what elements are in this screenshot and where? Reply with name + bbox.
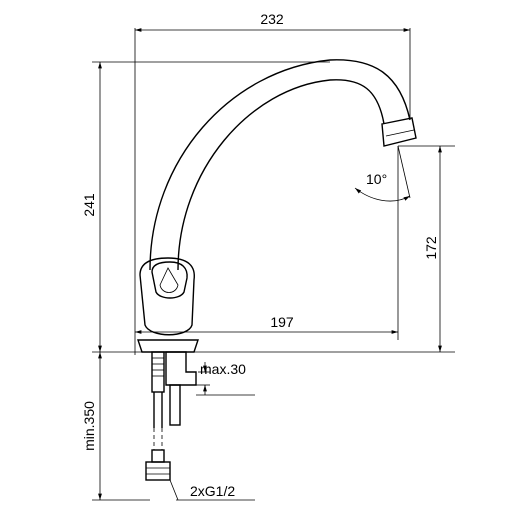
label-connection: 2xG1/2	[190, 483, 235, 499]
fixing-bolt	[169, 384, 181, 426]
angle-arc	[354, 187, 411, 202]
handle-grip	[159, 267, 179, 293]
valve-body	[139, 257, 195, 336]
fixing-bracket	[165, 351, 197, 386]
faucet-outline	[135, 59, 417, 481]
label-reach: 197	[270, 314, 294, 330]
connection-nut	[145, 461, 171, 481]
aerator-ring	[385, 129, 415, 137]
extension-lines	[92, 28, 455, 501]
aerator-nozzle	[381, 117, 417, 147]
valve-handle	[151, 261, 188, 299]
hose-end-sleeve	[151, 449, 165, 463]
label-hose-length: min.350	[81, 401, 97, 451]
dimension-lines	[98, 28, 442, 500]
label-width-top: 232	[260, 11, 284, 27]
label-angle: 10°	[366, 171, 387, 187]
label-height-total: 241	[81, 193, 97, 217]
base-plate	[137, 339, 199, 353]
angle-leg	[397, 145, 411, 199]
spout-outer-curve	[149, 59, 411, 271]
threaded-stem	[151, 351, 165, 393]
dimension-labels: 232 241 197 172 10° max.30 min.350 2xG1/…	[81, 11, 439, 499]
spout-inner-curve	[177, 79, 385, 271]
connection-leader	[169, 479, 179, 501]
label-spout-height: 172	[423, 236, 439, 260]
label-max-thickness: max.30	[200, 361, 246, 377]
